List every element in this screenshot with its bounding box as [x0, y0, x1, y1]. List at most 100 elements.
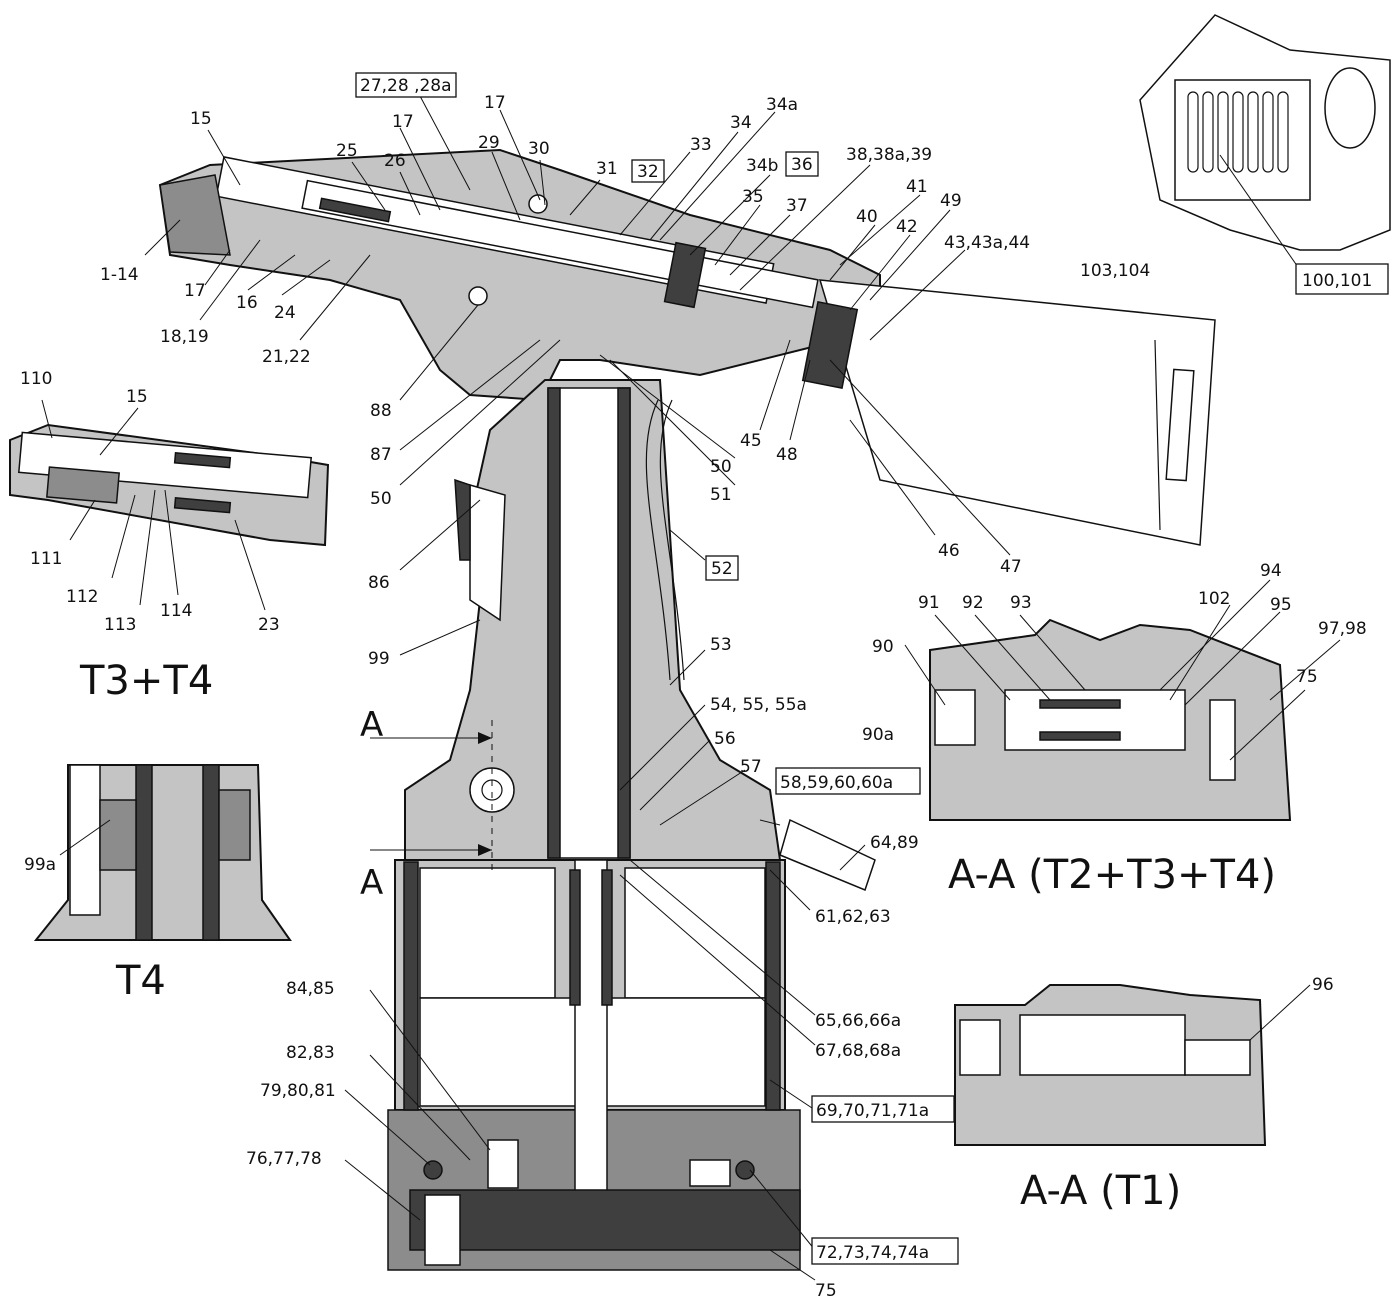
callout-42: 42: [896, 217, 918, 237]
callout-103: 103,104: [1080, 261, 1150, 281]
callout-15b: 15: [126, 387, 148, 407]
callout-45: 45: [740, 431, 762, 451]
callout-21: 21,22: [262, 347, 311, 367]
section-mark-a-bottom: A: [360, 863, 383, 903]
callout-box-100: [1295, 263, 1389, 295]
callout-88: 88: [370, 401, 392, 421]
callout-17b: 17: [392, 112, 414, 132]
callout-40: 40: [856, 207, 878, 227]
leader-lines: [41, 95, 1341, 1281]
callout-61: 61,62,63: [815, 907, 891, 927]
callout-79: 79,80,81: [260, 1081, 336, 1101]
callout-17a: 17: [484, 93, 506, 113]
callout-box-27: [355, 72, 457, 98]
caption-t4: T4: [115, 958, 166, 1004]
callout-69: 69,70,71,71a: [816, 1101, 929, 1121]
callout-box-32: [631, 159, 665, 183]
callout-34b: 34b: [746, 156, 778, 176]
callout-96: 96: [1312, 975, 1334, 995]
callout-25: 25: [336, 141, 358, 161]
callout-36: 36: [791, 155, 813, 175]
callout-112: 112: [66, 587, 98, 607]
callout-50a: 50: [370, 489, 392, 509]
callout-43: 43,43a,44: [944, 233, 1030, 253]
callout-97: 97,98: [1318, 619, 1367, 639]
callout-76: 76,77,78: [246, 1149, 322, 1169]
callout-67: 67,68,68a: [815, 1041, 901, 1061]
callout-111: 111: [30, 549, 62, 569]
callout-30: 30: [528, 139, 550, 159]
callout-34: 34: [730, 113, 752, 133]
callout-72: 72,73,74,74a: [816, 1243, 929, 1263]
callout-75a: 75: [815, 1281, 837, 1301]
callout-84: 84,85: [286, 979, 335, 999]
callout-35: 35: [742, 187, 764, 207]
callout-38: 38,38a,39: [846, 145, 932, 165]
callout-18: 18,19: [160, 327, 209, 347]
caption-aa-t234: A-A (T2+T3+T4): [948, 852, 1276, 898]
caption-t3t4: T3+T4: [79, 658, 213, 704]
callout-15a: 15: [190, 109, 212, 129]
callout-box-58: [775, 767, 921, 795]
callout-86: 86: [368, 573, 390, 593]
tool-body: [158, 148, 1216, 1271]
callout-99a: 99a: [24, 855, 56, 875]
caption-aa-t1: A-A (T1): [1020, 1168, 1181, 1214]
callout-87: 87: [370, 445, 392, 465]
callout-48: 48: [776, 445, 798, 465]
callout-94: 94: [1260, 561, 1282, 581]
callout-54: 54, 55, 55a: [710, 695, 807, 715]
callout-102: 102: [1198, 589, 1230, 609]
callout-99: 99: [368, 649, 390, 669]
callout-91: 91: [918, 593, 940, 613]
callout-51: 51: [710, 485, 732, 505]
callout-52: 52: [711, 559, 733, 579]
callout-90a: 90a: [862, 725, 894, 745]
callout-92: 92: [962, 593, 984, 613]
callout-53: 53: [710, 635, 732, 655]
detail-aa-t234: [929, 618, 1292, 821]
callout-47: 47: [1000, 557, 1022, 577]
callout-32: 32: [637, 162, 659, 182]
callout-23: 23: [258, 615, 280, 635]
detail-t3t4: [9, 423, 330, 547]
callout-49: 49: [940, 191, 962, 211]
callout-box-36: [785, 151, 819, 177]
callout-33: 33: [690, 135, 712, 155]
callout-24: 24: [274, 303, 296, 323]
callout-27: 27,28 ,28a: [360, 76, 452, 96]
callout-37: 37: [786, 196, 808, 216]
callout-82: 82,83: [286, 1043, 335, 1063]
callout-93: 93: [1010, 593, 1032, 613]
callout-41: 41: [906, 177, 928, 197]
callout-26: 26: [384, 151, 406, 171]
section-mark-a-top: A: [360, 705, 383, 745]
callout-64: 64,89: [870, 833, 919, 853]
callout-31: 31: [596, 159, 618, 179]
callout-46: 46: [938, 541, 960, 561]
detail-aa-t1: [954, 984, 1267, 1146]
callout-75b: 75: [1296, 667, 1318, 687]
callout-57: 57: [740, 757, 762, 777]
callout-100: 100,101: [1302, 271, 1372, 291]
captions: T3+T4 T4 A-A (T2+T3+T4) A-A (T1): [79, 658, 1276, 1214]
callout-50b: 50: [710, 457, 732, 477]
detail-t4: [33, 764, 292, 941]
callout-17c: 17: [184, 281, 206, 301]
callout-16: 16: [236, 293, 258, 313]
callout-95: 95: [1270, 595, 1292, 615]
callout-box-69: [811, 1095, 955, 1123]
callout-113: 113: [104, 615, 136, 635]
callout-56: 56: [714, 729, 736, 749]
callout-114: 114: [160, 601, 192, 621]
callout-58: 58,59,60,60a: [780, 773, 893, 793]
callout-1: 1-14: [100, 265, 139, 285]
callout-110: 110: [20, 369, 52, 389]
callout-34a: 34a: [766, 95, 798, 115]
inset-filter-view: [1139, 14, 1391, 251]
callout-90: 90: [872, 637, 894, 657]
callout-box-52: [705, 555, 739, 581]
callout-29: 29: [478, 133, 500, 153]
